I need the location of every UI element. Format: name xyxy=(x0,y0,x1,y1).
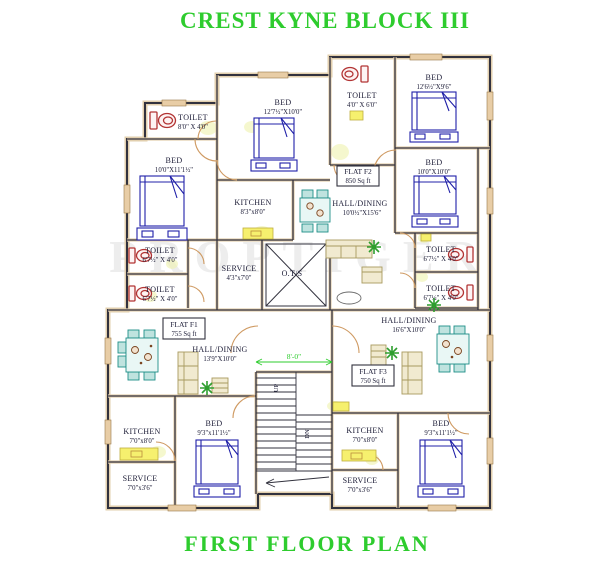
room-label-service-bl: SERVICE xyxy=(123,474,158,483)
room-label-hall-f1: HALL/DINING xyxy=(192,345,247,354)
kitchen-counter-icons xyxy=(119,110,432,462)
bed-icon-bottomright xyxy=(417,439,465,498)
room-dims-bed-bl: 9'3"x11'1½" xyxy=(197,430,230,437)
flat-f1-box xyxy=(162,317,206,340)
room-dims-bed-br: 9'3"x11'1½" xyxy=(424,430,457,437)
room-dims-kitchen-br: 7'0"x8'0" xyxy=(353,437,378,444)
dining-set-icons xyxy=(117,189,470,381)
room-label-kitchen-mid: KITCHEN xyxy=(234,198,271,207)
toilet-icon-l1 xyxy=(128,247,153,264)
toilet-icon-r2 xyxy=(447,284,474,301)
flat-f2-box xyxy=(336,165,380,187)
toilet-icon-tr xyxy=(341,65,369,83)
room-label-toilet-l1: TOILET xyxy=(145,246,175,255)
room-dims-toilet-l1: 6'7½" X 4'0" xyxy=(143,257,178,264)
room-label-hall-f3: HALL/DINING xyxy=(381,316,436,325)
dining-table-icon-f3 xyxy=(436,325,470,373)
room-label-toilet-r1: TOILET xyxy=(426,245,456,254)
room-dims-toilet-tr: 4'0" X 6'0" xyxy=(347,102,377,109)
sofa-icon-f3 xyxy=(370,344,423,395)
toilet-icons xyxy=(128,65,474,302)
flat-f3-area: 750 Sq ft xyxy=(361,378,386,385)
landing-dimension-label: 8'-0" xyxy=(287,352,301,361)
open-terrace-shaft xyxy=(265,243,327,307)
plan-subtitle: FIRST FLOOR PLAN xyxy=(184,531,430,556)
room-dims-bed-tr: 12'6½"X9'6" xyxy=(417,84,452,91)
flat-f3-label: FLAT F3 xyxy=(359,367,387,376)
bed-icon-topright xyxy=(409,91,459,143)
toilet-icon-l2 xyxy=(128,285,153,302)
plant-icon-f3 xyxy=(385,346,399,360)
stairs-dn-label: DN xyxy=(304,429,311,439)
toilet-icon-tl xyxy=(149,111,177,130)
room-label-hall-f2: HALL/DINING xyxy=(332,199,387,208)
room-label-kitchen-bl: KITCHEN xyxy=(123,427,160,436)
room-label-bed-br: BED xyxy=(433,419,450,428)
room-dims-hall-f1: 13'9"X10'0" xyxy=(203,356,237,363)
flat-f2-area: 850 Sq ft xyxy=(346,178,371,185)
room-label-bed-topmid: BED xyxy=(275,98,292,107)
room-label-kitchen-br: KITCHEN xyxy=(346,426,383,435)
flat-label-boxes xyxy=(162,165,395,387)
flat-f1-area: 755 Sq ft xyxy=(172,331,197,338)
room-dims-service-br: 7'0"x3'6" xyxy=(348,487,373,494)
room-label-toilet-l2: TOILET xyxy=(145,285,175,294)
plan-title: CREST KYNE BLOCK III xyxy=(180,8,470,33)
room-label-bed-bl: BED xyxy=(206,419,223,428)
room-label-toilet-tl: TOILET xyxy=(178,113,208,122)
room-dims-kitchen-mid: 8'3"x8'0" xyxy=(241,209,266,216)
room-dims-toilet-r2: 6'7½" X 4'0" xyxy=(424,295,459,302)
room-dims-service-bl: 7'0"x3'6" xyxy=(128,485,153,492)
flat-f3-box xyxy=(351,364,395,387)
stove-icons xyxy=(130,230,363,460)
room-dims-kitchen-bl: 7'0"x8'0" xyxy=(130,438,155,445)
room-label-service-mid: SERVICE xyxy=(222,264,257,273)
bed-icon-right xyxy=(411,175,459,228)
room-dims-bed-right: 10'0"X10'0" xyxy=(417,169,451,176)
room-dims-bed-topmid: 12'7½"X10'0" xyxy=(264,109,303,116)
bed-icon-left xyxy=(136,175,188,241)
bed-icons xyxy=(136,91,465,498)
door-arc-icons xyxy=(155,120,470,471)
room-label-service-br: SERVICE xyxy=(343,476,378,485)
plant-icon-f1 xyxy=(200,381,214,395)
flat-f1-label: FLAT F1 xyxy=(170,320,198,329)
stairs-up-label: UP xyxy=(273,383,280,392)
landing-dimension: 8'-0" xyxy=(255,352,333,366)
room-dims-toilet-tl: 8'0" X 4'0" xyxy=(178,124,208,131)
room-label-bed-right: BED xyxy=(426,158,443,167)
room-dims-service-mid: 4'3"x7'0" xyxy=(227,275,252,282)
room-label-bed-left: BED xyxy=(166,156,183,165)
room-dims-hall-f2: 10'0½"X15'6" xyxy=(343,210,382,217)
room-dims-toilet-l2: 6'7½" X 4'0" xyxy=(143,296,178,303)
dining-table-icon-f1 xyxy=(117,329,159,381)
staircase xyxy=(256,372,332,488)
bed-icon-topmid xyxy=(250,117,298,172)
room-dims-hall-f3: 16'6"X10'0" xyxy=(392,327,426,334)
room-label-toilet-tr: TOILET xyxy=(347,91,377,100)
room-dims-bed-left: 10'0"X11'1½" xyxy=(155,167,193,174)
window-marks xyxy=(104,53,494,512)
room-label-bed-tr: BED xyxy=(426,73,443,82)
flat-f2-label: FLAT F2 xyxy=(344,167,372,176)
room-label-toilet-r2: TOILET xyxy=(426,284,456,293)
room-dims-toilet-r1: 6'7½" X 4'0" xyxy=(424,256,459,263)
sofa-icon-f1 xyxy=(177,351,229,395)
sofa-icons xyxy=(177,239,423,395)
plant-icons xyxy=(200,240,441,395)
toilet-icon-r1 xyxy=(447,246,474,263)
sofa-icon-f2 xyxy=(325,239,383,305)
plant-icon-hall3 xyxy=(427,298,441,312)
dining-table-icon-f2 xyxy=(299,189,331,233)
room-label-ots: O.T/S xyxy=(282,269,303,278)
bed-icon-bottomleft xyxy=(193,439,241,498)
plant-icon-f2 xyxy=(367,240,381,254)
